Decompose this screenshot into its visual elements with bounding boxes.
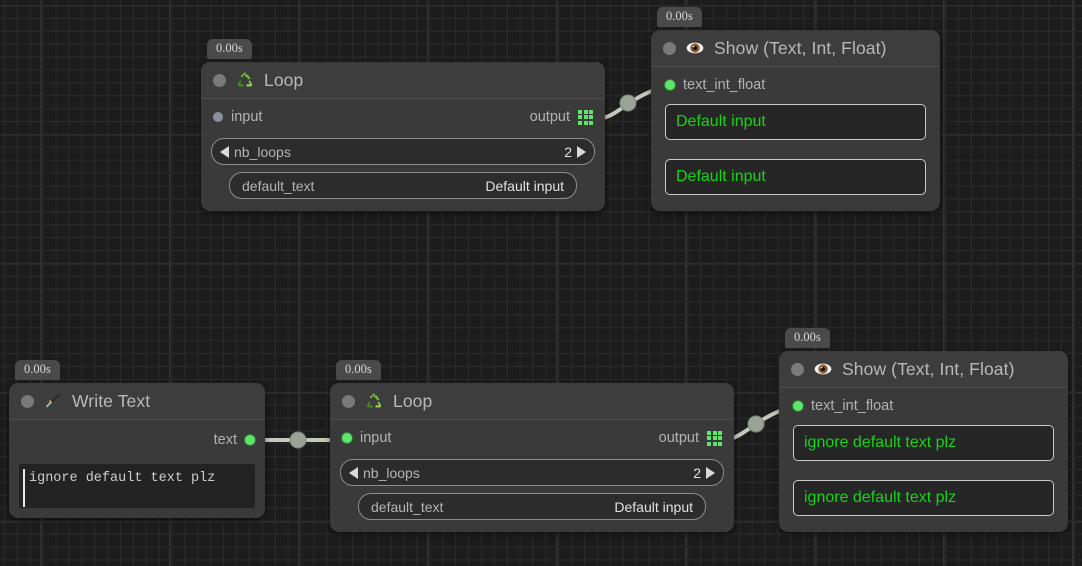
node-write-text[interactable]: 0.00s Write Text text ignore default tex…: [9, 360, 265, 518]
stepper-increment-icon[interactable]: [577, 145, 586, 158]
input-port[interactable]: text_int_float: [793, 398, 1054, 414]
node-body: text ignore default text plz: [9, 420, 265, 518]
stepper-increment-icon[interactable]: [706, 466, 715, 479]
ports-row: text: [19, 430, 255, 454]
node-body: text_int_float ignore default text plz i…: [779, 388, 1068, 532]
widget-default-text[interactable]: default_text Default input: [229, 172, 577, 199]
widget-value: Default input: [485, 177, 564, 194]
status-dot[interactable]: [21, 394, 34, 408]
input-port-dot[interactable]: [213, 112, 223, 122]
stepper-decrement-icon[interactable]: [220, 145, 229, 158]
output-port[interactable]: output: [659, 430, 722, 446]
stepper-decrement-icon[interactable]: [349, 466, 358, 479]
node-header[interactable]: Loop: [201, 62, 605, 99]
input-port-dot[interactable]: [342, 433, 352, 443]
node-header[interactable]: Show (Text, Int, Float): [779, 351, 1068, 388]
grid-icon[interactable]: [578, 109, 593, 125]
output-port-dot[interactable]: [245, 435, 255, 445]
node-timer: 0.00s: [336, 360, 381, 380]
input-port[interactable]: input: [213, 109, 262, 125]
output-port[interactable]: text: [214, 432, 255, 448]
widget-nb-loops[interactable]: nb_loops 2: [340, 459, 724, 486]
wire-handle[interactable]: [289, 431, 307, 449]
ports-row: input output: [211, 107, 595, 131]
output-port-label: output: [658, 430, 699, 446]
input-port-label: text_int_float: [683, 77, 766, 93]
output-port-label: output: [529, 109, 570, 125]
status-dot[interactable]: [791, 362, 804, 376]
input-port-dot[interactable]: [793, 401, 803, 411]
widget-default-text[interactable]: default_text Default input: [358, 493, 706, 520]
node-timer: 0.00s: [785, 328, 830, 348]
widget-name: nb_loops: [234, 143, 291, 160]
node-timer: 0.00s: [657, 7, 702, 27]
node-timer: 0.00s: [15, 360, 60, 380]
text-caret: [23, 469, 25, 507]
output-value-box: ignore default text plz: [793, 425, 1054, 461]
node-body: input output nb_loops 2 default_text Def…: [201, 99, 605, 211]
wire-handle[interactable]: [747, 415, 765, 433]
widget-name: default_text: [371, 498, 444, 515]
input-port-dot[interactable]: [665, 80, 675, 90]
input-port[interactable]: text_int_float: [665, 77, 926, 93]
widget-value: 2: [564, 143, 572, 160]
input-port[interactable]: input: [342, 430, 391, 446]
widget-nb-loops[interactable]: nb_loops 2: [211, 138, 595, 165]
input-port-label: text_int_float: [811, 398, 894, 414]
output-value-box: Default input: [665, 104, 926, 140]
node-body: input output nb_loops 2 default_text Def…: [330, 420, 734, 532]
eye-icon: [686, 42, 704, 54]
input-port-label: input: [231, 109, 263, 125]
node-title: Loop: [264, 69, 304, 90]
output-port-label: text: [213, 432, 237, 448]
pen-icon: [45, 393, 61, 408]
node-title: Write Text: [72, 390, 151, 411]
node-title: Loop: [393, 390, 433, 411]
node-show-top[interactable]: 0.00s Show (Text, Int, Float) text_int_f…: [651, 7, 940, 211]
text-input-value: ignore default text plz: [29, 471, 216, 486]
node-header[interactable]: Show (Text, Int, Float): [651, 30, 940, 67]
output-value-box: Default input: [665, 159, 926, 195]
node-header[interactable]: Write Text: [9, 383, 265, 420]
input-port-label: input: [360, 430, 392, 446]
text-input-area[interactable]: ignore default text plz: [19, 464, 255, 508]
widget-name: nb_loops: [363, 464, 420, 481]
node-header[interactable]: Loop: [330, 383, 734, 420]
output-port[interactable]: output: [530, 109, 593, 125]
node-title: Show (Text, Int, Float): [842, 358, 1015, 379]
widget-value: 2: [693, 464, 701, 481]
status-dot[interactable]: [663, 41, 676, 55]
output-value-box: ignore default text plz: [793, 480, 1054, 516]
node-show-bottom[interactable]: 0.00s Show (Text, Int, Float) text_int_f…: [779, 328, 1068, 532]
node-title: Show (Text, Int, Float): [714, 37, 887, 58]
recycle-icon: [237, 72, 253, 87]
eye-icon: [814, 363, 832, 375]
ports-row: input output: [340, 428, 724, 452]
node-loop-bottom[interactable]: 0.00s Loop input output nb_loops 2: [330, 360, 734, 532]
node-body: text_int_float Default input Default inp…: [651, 67, 940, 211]
widget-value: Default input: [614, 498, 693, 515]
widget-name: default_text: [242, 177, 315, 194]
wire-handle[interactable]: [619, 94, 637, 112]
grid-icon[interactable]: [707, 430, 722, 446]
recycle-icon: [366, 393, 382, 408]
status-dot[interactable]: [213, 73, 226, 87]
node-timer: 0.00s: [207, 39, 252, 59]
status-dot[interactable]: [342, 394, 355, 408]
node-loop-top[interactable]: 0.00s Loop input output nb_loops 2: [201, 39, 605, 211]
